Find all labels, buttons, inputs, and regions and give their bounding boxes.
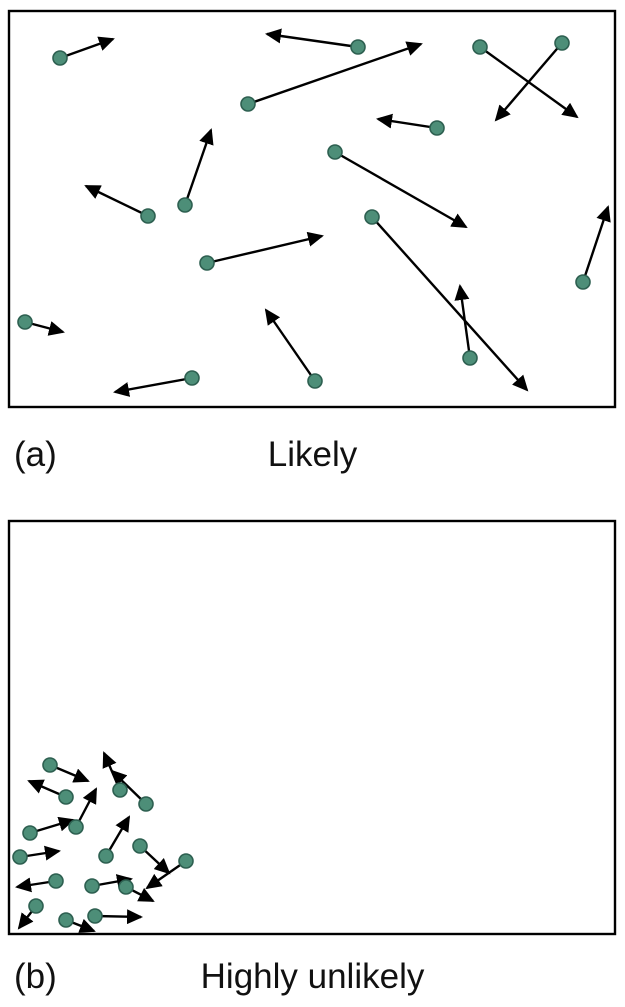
velocity-arrow <box>183 128 214 206</box>
velocity-arrow <box>494 42 563 122</box>
molecule-dot <box>52 50 68 66</box>
molecule-dot <box>350 39 366 55</box>
molecule-dot <box>28 898 44 914</box>
molecule-dot <box>575 274 591 290</box>
molecule-dot <box>140 208 156 224</box>
panel-a-caption: Likely <box>267 435 358 474</box>
velocity-arrow <box>145 860 187 890</box>
velocity-arrow <box>264 308 316 382</box>
molecule-dot <box>17 314 33 330</box>
velocity-arrow <box>113 376 193 397</box>
panel-b-box <box>7 519 617 936</box>
molecule-dot <box>462 350 478 366</box>
panel-a-label: (a) <box>14 435 57 474</box>
velocity-arrow <box>334 150 468 229</box>
panel-b-caption-row: Highly unlikely (b) <box>8 956 617 1004</box>
panel-b-caption: Highly unlikely <box>200 957 425 996</box>
molecule-dot <box>554 35 570 51</box>
molecule-dot <box>307 373 323 389</box>
velocity-arrow <box>84 184 149 218</box>
molecule-dot <box>240 96 256 112</box>
molecule-dot <box>138 796 154 812</box>
panel-a-box <box>7 9 617 409</box>
molecule-dot <box>68 819 84 835</box>
panel-b-label: (b) <box>14 957 57 996</box>
velocity-arrow <box>454 284 472 359</box>
molecule-dot <box>364 209 380 225</box>
molecule-dot <box>327 144 343 160</box>
velocity-arrow <box>110 769 147 805</box>
molecule-dot <box>84 878 100 894</box>
molecule-dot <box>132 838 148 854</box>
molecule-dot <box>22 825 38 841</box>
velocity-arrow <box>581 205 611 283</box>
molecule-dot <box>112 782 128 798</box>
molecule-dot <box>178 853 194 869</box>
molecule-dot <box>118 879 134 895</box>
velocity-arrow <box>206 231 324 265</box>
panel-a-caption-row: Likely (a) <box>8 434 617 482</box>
velocity-arrow <box>247 41 423 106</box>
molecule-dot <box>58 789 74 805</box>
molecule-dot <box>42 757 58 773</box>
molecule-dot <box>472 39 488 55</box>
molecule-dot <box>58 912 74 928</box>
molecule-dot <box>199 255 215 271</box>
velocity-arrow <box>265 28 359 49</box>
molecule-dot <box>87 908 103 924</box>
velocity-arrow <box>371 216 529 392</box>
molecule-dot <box>177 197 193 213</box>
molecule-dot <box>98 848 114 864</box>
molecule-dot <box>48 873 64 889</box>
molecule-dot <box>184 370 200 386</box>
molecule-dot <box>12 849 28 865</box>
molecule-dot <box>429 120 445 136</box>
velocity-arrow <box>376 113 438 130</box>
velocity-arrow <box>59 36 115 60</box>
